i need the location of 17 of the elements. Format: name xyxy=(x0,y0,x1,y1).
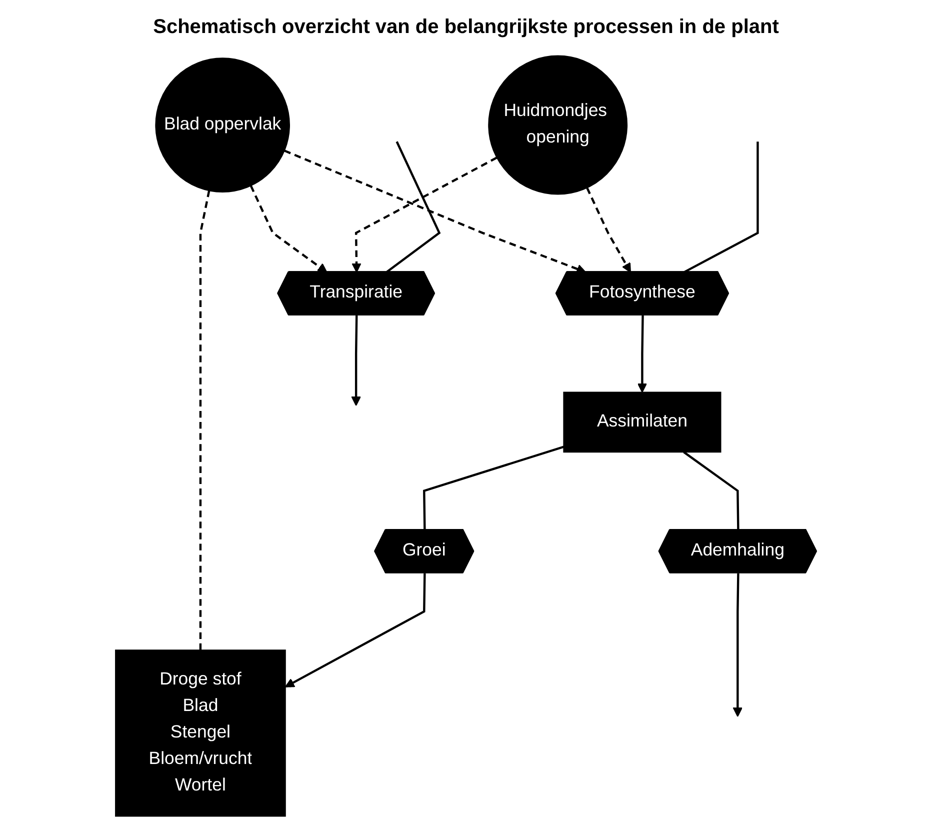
arrow xyxy=(250,185,328,273)
node-box: Assimilaten xyxy=(563,392,722,453)
node-circle: Huidmondjes opening xyxy=(488,55,628,195)
arrow xyxy=(586,187,631,273)
connector xyxy=(423,446,564,530)
connector xyxy=(386,141,441,274)
arrow xyxy=(352,156,498,273)
arrow xyxy=(351,315,361,406)
connector xyxy=(684,142,759,274)
diagram-title: Schematisch overzicht van de belangrijkste processen in de plant xyxy=(153,16,779,39)
node-box: Droge stof Blad Stengel Bloem/vrucht Wortel xyxy=(115,650,286,817)
arrow xyxy=(637,315,648,393)
arrow xyxy=(732,573,743,717)
connector xyxy=(199,190,210,650)
connector xyxy=(683,451,740,530)
node-circle: Blad oppervlak xyxy=(155,58,290,192)
arrow xyxy=(284,573,426,688)
